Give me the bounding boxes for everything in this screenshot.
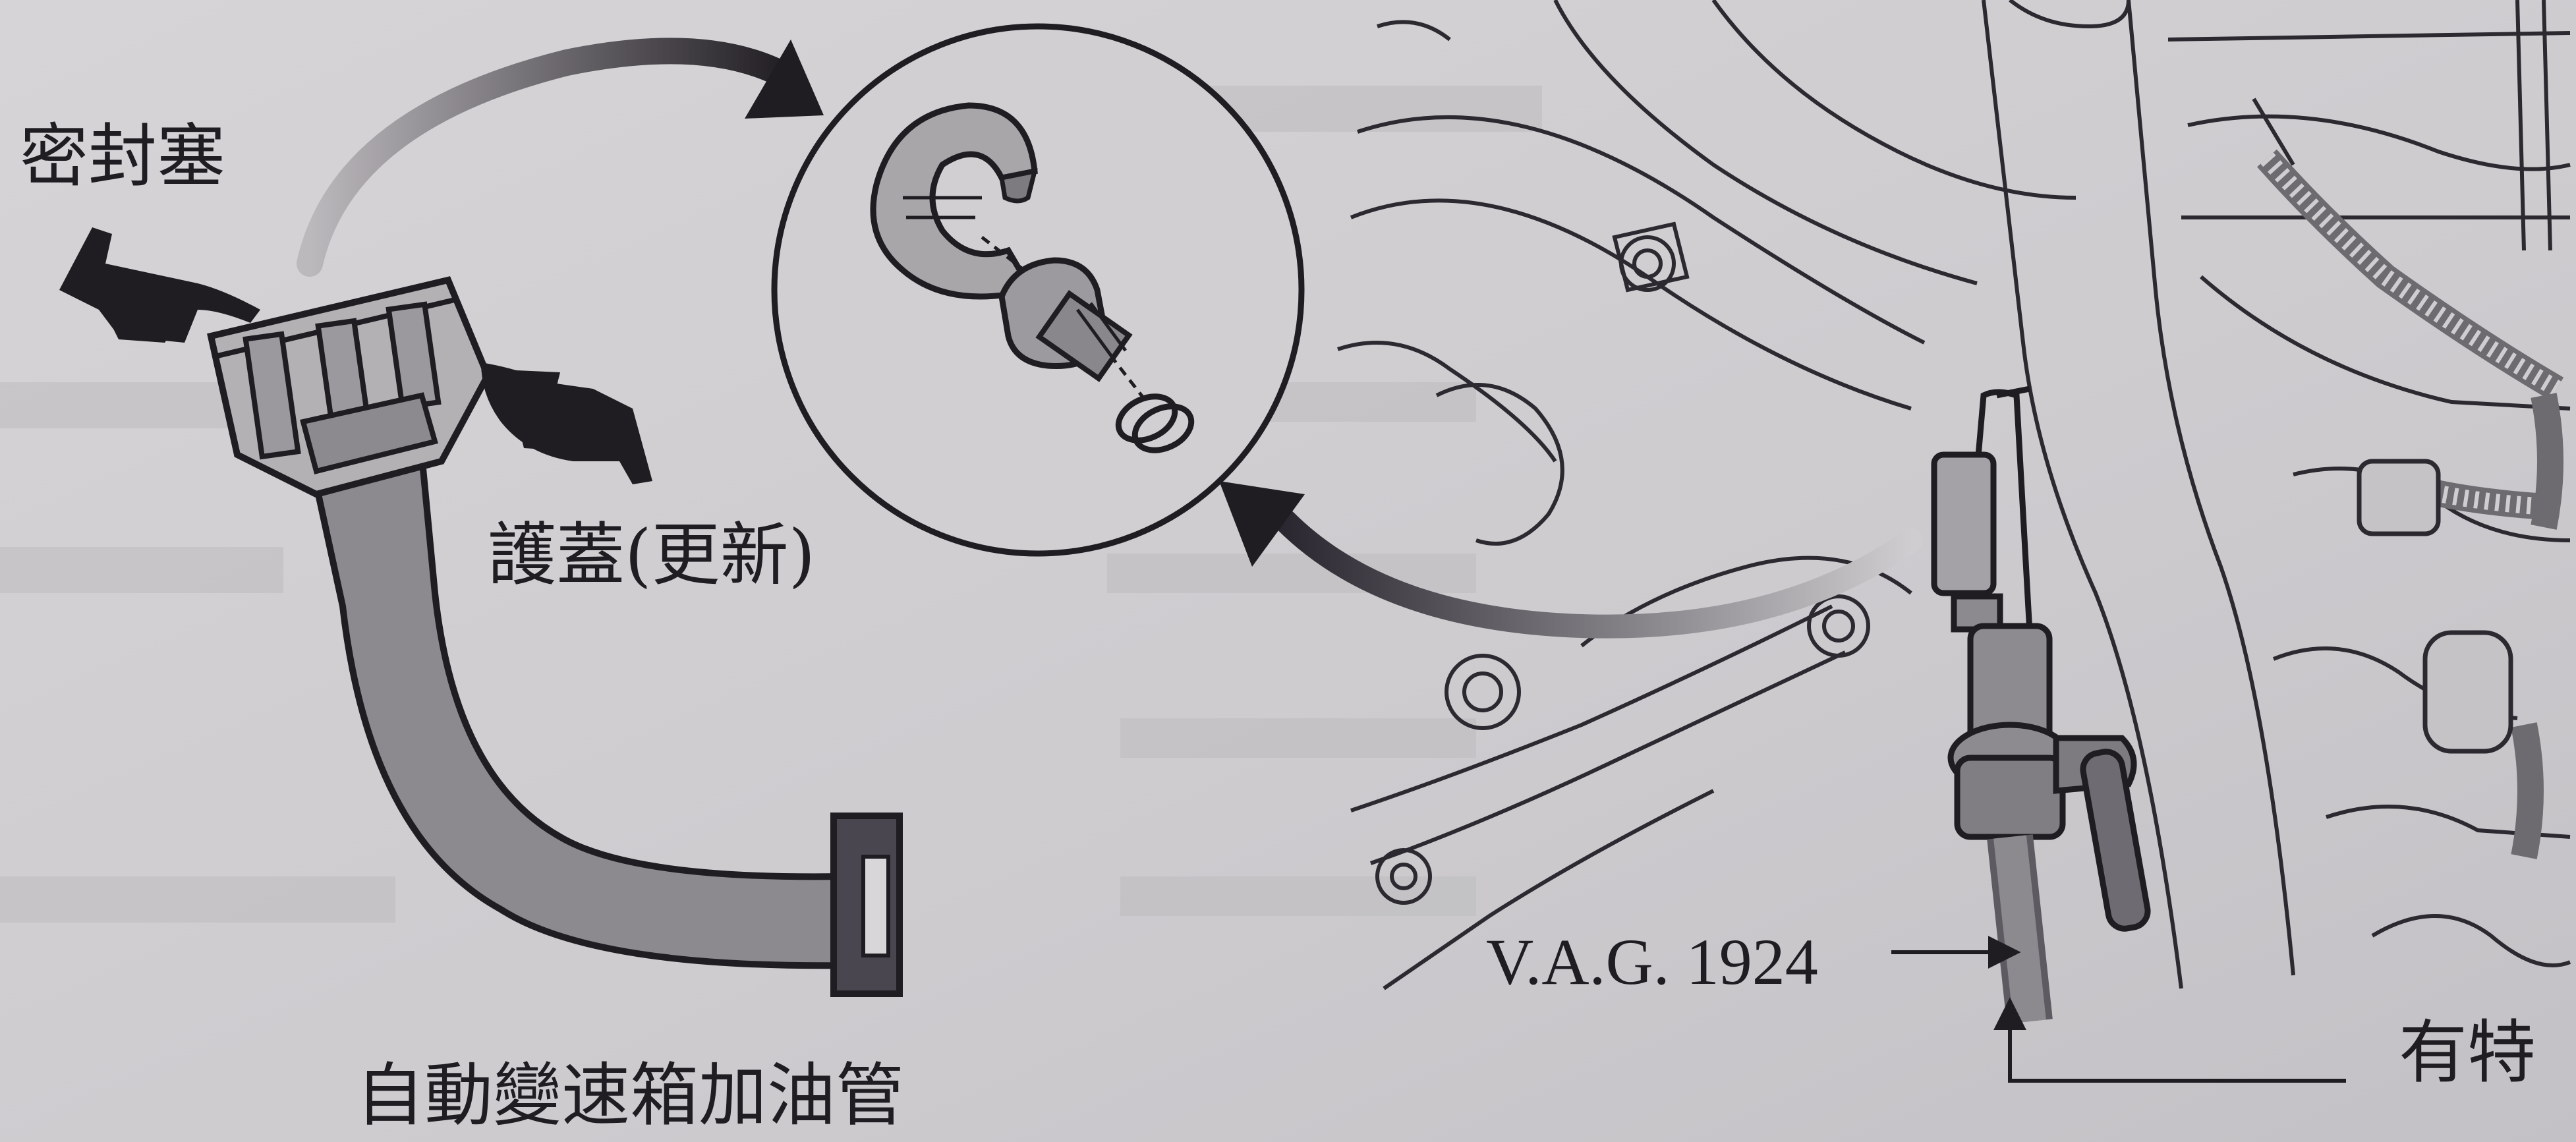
- seal-plug-label: 密封塞: [20, 116, 226, 196]
- leader-lines: [1891, 936, 2346, 1083]
- curved-arrow-icon: [297, 38, 824, 277]
- curved-arrow-icon: [1219, 481, 1923, 639]
- special-tool-label: 有特: [2399, 1012, 2536, 1093]
- protective-cap-label: 護蓋(更新): [488, 515, 816, 595]
- tool-code-label: V.A.G. 1924: [1486, 925, 1818, 998]
- filler-tube-illustration: [207, 276, 903, 997]
- pointing-hand-icon: [59, 227, 260, 343]
- pointing-hand-icon: [481, 362, 652, 484]
- detail-magnifier: [771, 23, 1305, 557]
- vag-1924-tool: [1931, 385, 2151, 1024]
- engine-bay-illustration: [1337, 0, 2571, 990]
- seal-plug-part: [870, 102, 1038, 300]
- filler-tube-label: 自動變速箱加油管: [356, 1055, 905, 1135]
